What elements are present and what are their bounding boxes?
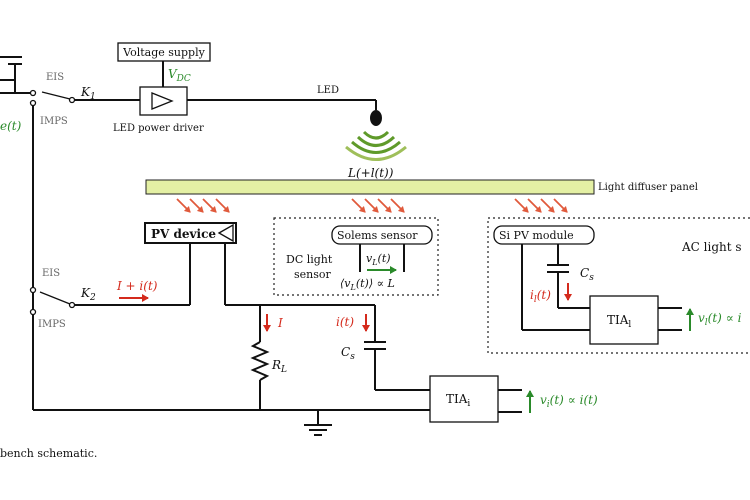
light-diffuser-panel: Light diffuser panel [145,179,698,195]
ground-bus [33,409,430,436]
k1-imps-label: IMPS [40,116,68,127]
led-label: LED [317,85,339,96]
vl-prop-label: vl(t) ∝ i [698,311,742,328]
k2-label: K2 [80,286,96,303]
dc-light-sensor: DC light sensor Solems sensor vL(t) ⟨vL(… [273,217,439,296]
avg-vl-label: ⟨vL(t)⟩ ∝ L [340,277,395,292]
led-driver-label: LED power driver [113,123,204,134]
light-rays-si [514,198,568,213]
switch-k2: EIS IMPS K2 I + i(t) [29,268,190,410]
i-plus-label: I + i(t) [116,279,158,293]
rl-label: RL [271,358,287,375]
tia-i-label: TIAi [446,392,470,409]
dc-sensor-line1: DC light [286,253,333,266]
vdc-label: VDC [168,67,191,84]
light-rays-solems [351,198,405,213]
load-branch: RL I [225,304,375,410]
pv-device: PV device [144,222,237,305]
signal-source: e(t) [0,56,33,133]
k1-eis-label: EIS [46,72,64,83]
figure-caption: bench schematic. [0,447,97,460]
i-t-label: i(t) [336,315,354,329]
source-voltage-label: e(t) [0,119,22,133]
k2-imps-label: IMPS [38,319,66,330]
ac-light-sensor: AC light s Si PV module Cs il(t) TIAl vl… [487,217,750,354]
vl-label: vL(t) [366,252,391,267]
tia-l-label: TIAl [607,313,631,330]
tia-i: TIAi vi(t) ∝ i(t) [429,375,598,423]
solems-sensor-label: Solems sensor [337,229,418,242]
diffuser-label: Light diffuser panel [598,182,698,193]
led-power-driver: LED power driver LED [113,85,377,134]
light-rays-pv [176,198,230,213]
ac-sensor-label: AC light s [681,240,742,254]
voltage-supply-label: Voltage supply [122,46,205,59]
k1-label: K1 [80,85,96,102]
si-module-label: Si PV module [499,229,574,242]
voltage-supply: Voltage supply VDC [117,42,211,87]
cs-label: Cs [580,266,594,283]
il-label: il(t) [530,288,551,305]
k2-eis-label: EIS [42,268,60,279]
cs-branch: Cs i(t) [336,305,430,391]
vi-prop-label: vi(t) ∝ i(t) [540,393,598,410]
led-emitter: L(+l(t)) [345,110,407,180]
i-dc-label: I [277,316,283,330]
led-light-label: L(+l(t)) [347,166,394,180]
pv-device-label: PV device [151,227,216,241]
dc-sensor-line2: sensor [294,268,332,281]
switch-k1: EIS IMPS K1 [29,72,140,410]
cs2-label: Cs [341,345,355,362]
